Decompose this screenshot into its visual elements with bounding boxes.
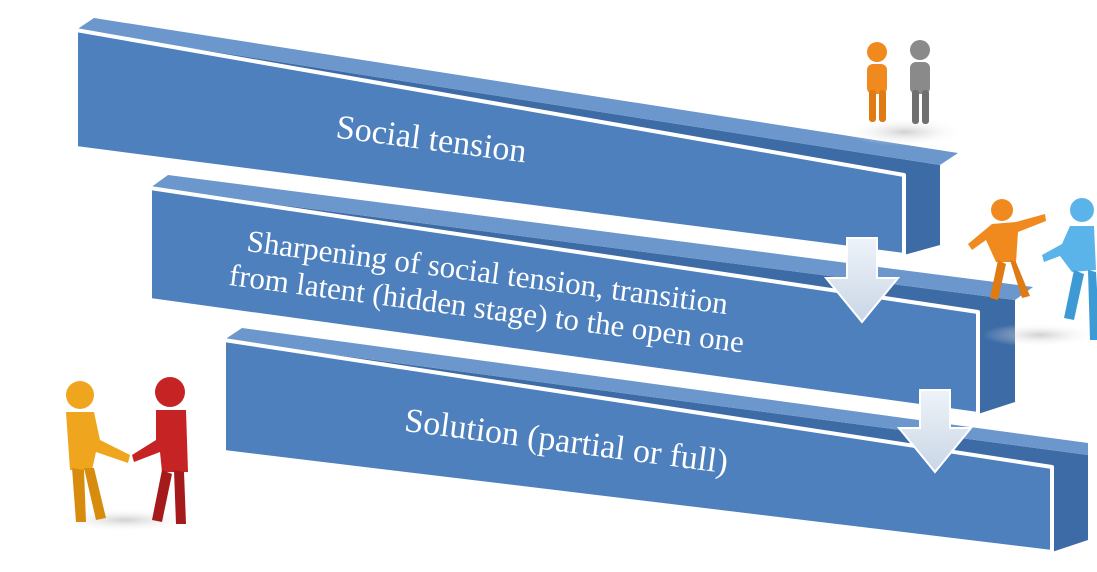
stage-box-1: Social tension xyxy=(74,18,958,257)
people-arguing-icon xyxy=(968,198,1097,347)
stage-box-2-top xyxy=(150,175,1033,300)
stage-box-1-face xyxy=(74,28,906,257)
handshake-icon xyxy=(55,377,195,532)
two-people-talking-icon xyxy=(845,40,965,146)
stage-box-3-face xyxy=(222,338,1054,554)
stage-box-3-top xyxy=(224,328,1088,455)
stage-box-1-top xyxy=(76,18,958,165)
stage-box-2-face xyxy=(148,186,980,416)
down-arrow-icon xyxy=(896,389,974,474)
stage-box-2: Sharpening of social tension, transition… xyxy=(148,175,1033,416)
stage-box-1-side xyxy=(76,30,940,255)
down-arrow-icon xyxy=(823,237,901,324)
